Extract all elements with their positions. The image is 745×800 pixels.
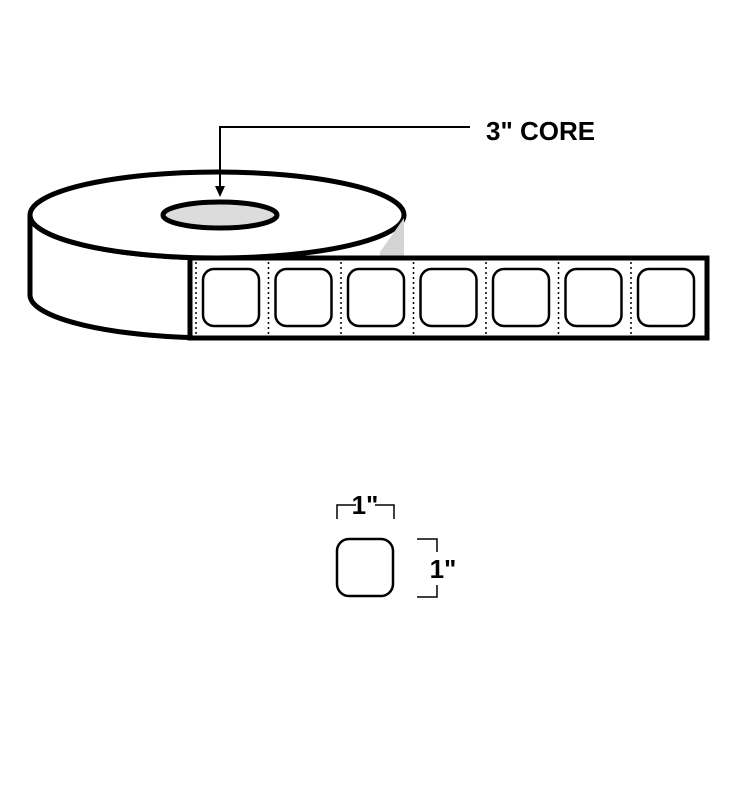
strip-label (346, 267, 406, 328)
strip-label (491, 267, 551, 328)
strip-perforations (195, 262, 632, 334)
single-label-dimensions: 1" 1" (335, 490, 457, 598)
label-strip (187, 255, 710, 341)
strip-labels (201, 267, 696, 328)
single-label (335, 537, 395, 598)
strip-label (564, 267, 623, 328)
width-dimension-text: 1" (352, 490, 379, 520)
roll-inner-shade (380, 218, 404, 258)
strip-label (274, 267, 333, 328)
width-bracket (336, 504, 395, 519)
core-arrow-head (215, 186, 225, 197)
core-callout-text: 3" CORE (486, 116, 595, 146)
strip-label (636, 267, 696, 328)
height-bracket (417, 538, 438, 598)
height-dimension-text: 1" (430, 554, 457, 584)
core-hole (160, 199, 280, 231)
core-leader-line (219, 126, 470, 188)
core-callout: 3" CORE (215, 116, 595, 197)
strip-label (201, 267, 261, 328)
strip-label (419, 267, 478, 328)
